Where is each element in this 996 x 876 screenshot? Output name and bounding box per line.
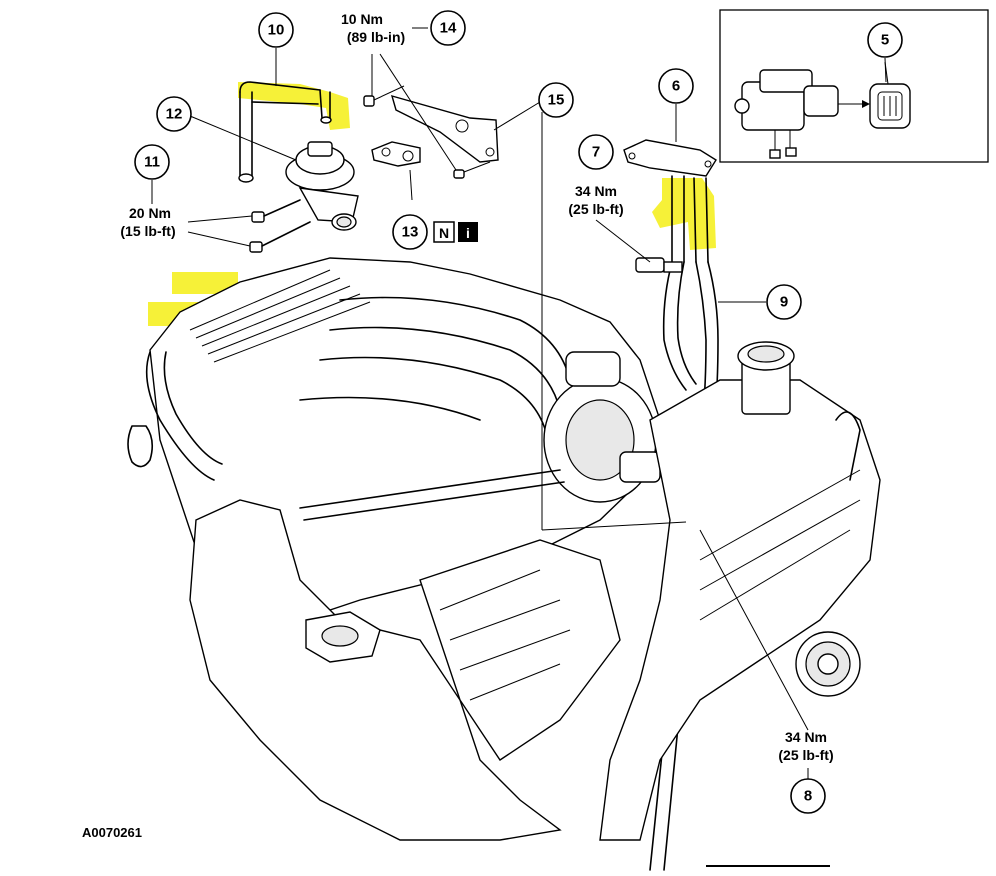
svg-text:8: 8 xyxy=(804,788,812,805)
callout-15: 15 xyxy=(538,82,574,118)
torque-7-nm: 34 Nm xyxy=(575,183,617,199)
svg-text:5: 5 xyxy=(881,32,889,49)
callout-14: 14 xyxy=(430,10,466,46)
torque-8-lb: (25 lb-ft) xyxy=(778,747,833,763)
svg-text:7: 7 xyxy=(592,144,600,161)
callout-10: 10 xyxy=(258,12,294,48)
svg-text:10: 10 xyxy=(268,22,285,39)
torque-11-lb: (15 lb-ft) xyxy=(120,223,175,239)
torque-labels: 10 Nm (89 lb-in) 20 Nm (15 lb-ft) 34 Nm … xyxy=(120,11,833,763)
torque-7-lb: (25 lb-ft) xyxy=(568,201,623,217)
callout-13: 13 xyxy=(392,214,428,250)
svg-text:12: 12 xyxy=(166,106,183,123)
callout-9: 9 xyxy=(766,284,802,320)
svg-text:i: i xyxy=(466,225,470,241)
callout-8: 8 xyxy=(790,778,826,814)
callout-7: 7 xyxy=(578,134,614,170)
callouts: 10 12 11 14 15 13 6 7 xyxy=(134,10,903,814)
leader-lines xyxy=(151,27,887,780)
torque-8-nm: 34 Nm xyxy=(785,729,827,745)
badge-n: N xyxy=(433,221,455,243)
callout-6: 6 xyxy=(658,68,694,104)
callout-12: 12 xyxy=(156,96,192,132)
svg-text:13: 13 xyxy=(402,224,419,241)
svg-text:14: 14 xyxy=(440,20,457,37)
engine-assembly xyxy=(127,257,881,841)
svg-text:15: 15 xyxy=(548,92,565,109)
badge-group: N i xyxy=(433,221,478,243)
svg-text:6: 6 xyxy=(672,78,680,95)
svg-text:N: N xyxy=(439,225,449,241)
torque-14-lb: (89 lb-in) xyxy=(347,29,405,45)
callout-11: 11 xyxy=(134,144,170,180)
torque-14-nm: 10 Nm xyxy=(341,11,383,27)
callout-5: 5 xyxy=(867,22,903,58)
svg-text:11: 11 xyxy=(144,154,160,171)
figure-reference-id: A0070261 xyxy=(82,825,142,840)
bolts-11 xyxy=(249,199,311,253)
egr-tube xyxy=(238,81,332,183)
highlight-stud-upper xyxy=(172,272,238,294)
highlight-egr-tube xyxy=(238,82,350,130)
info-icon: i xyxy=(458,222,478,242)
torque-11-nm: 20 Nm xyxy=(129,205,171,221)
egr-valve xyxy=(285,141,359,231)
svg-text:9: 9 xyxy=(780,294,788,311)
connector-inset xyxy=(719,9,989,163)
